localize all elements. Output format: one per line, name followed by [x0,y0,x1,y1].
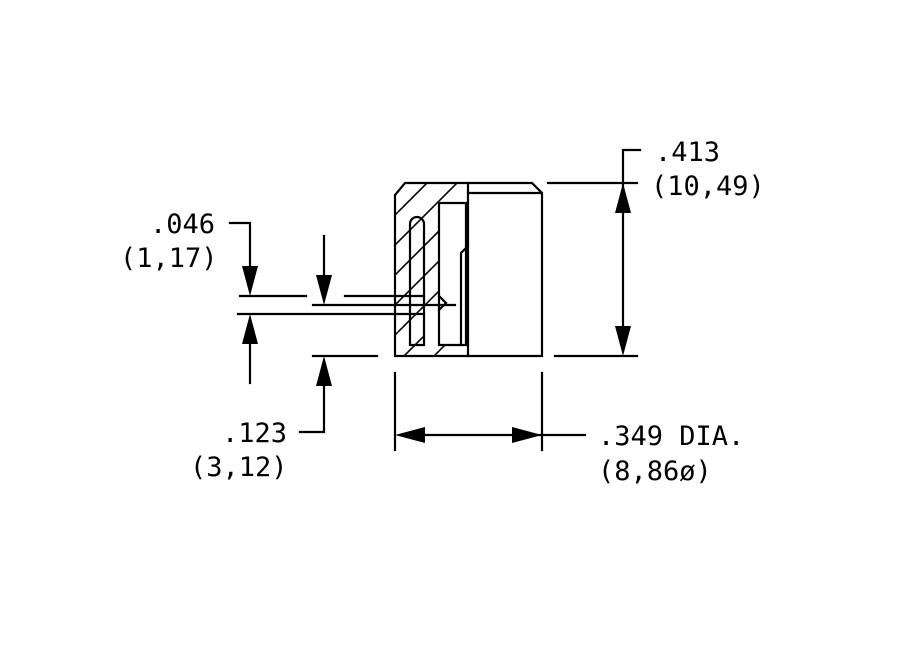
bottom-offset-mm-label: (3,12) [190,452,288,483]
height-inch-label: .413 [655,137,720,168]
bottom-offset-inch-label: .123 [222,418,287,449]
height-dimension [546,148,642,358]
knob-section [393,181,544,358]
diameter-dimension [393,371,587,452]
top-offset-inch-label: .046 [150,209,215,240]
diameter-inch-label: .349 DIA. [598,421,744,452]
height-mm-label: (10,49) [651,171,765,202]
diameter-mm-label: (8,86ø) [598,456,712,487]
left-dimensions [228,221,457,434]
top-offset-mm-label: (1,17) [120,243,218,274]
